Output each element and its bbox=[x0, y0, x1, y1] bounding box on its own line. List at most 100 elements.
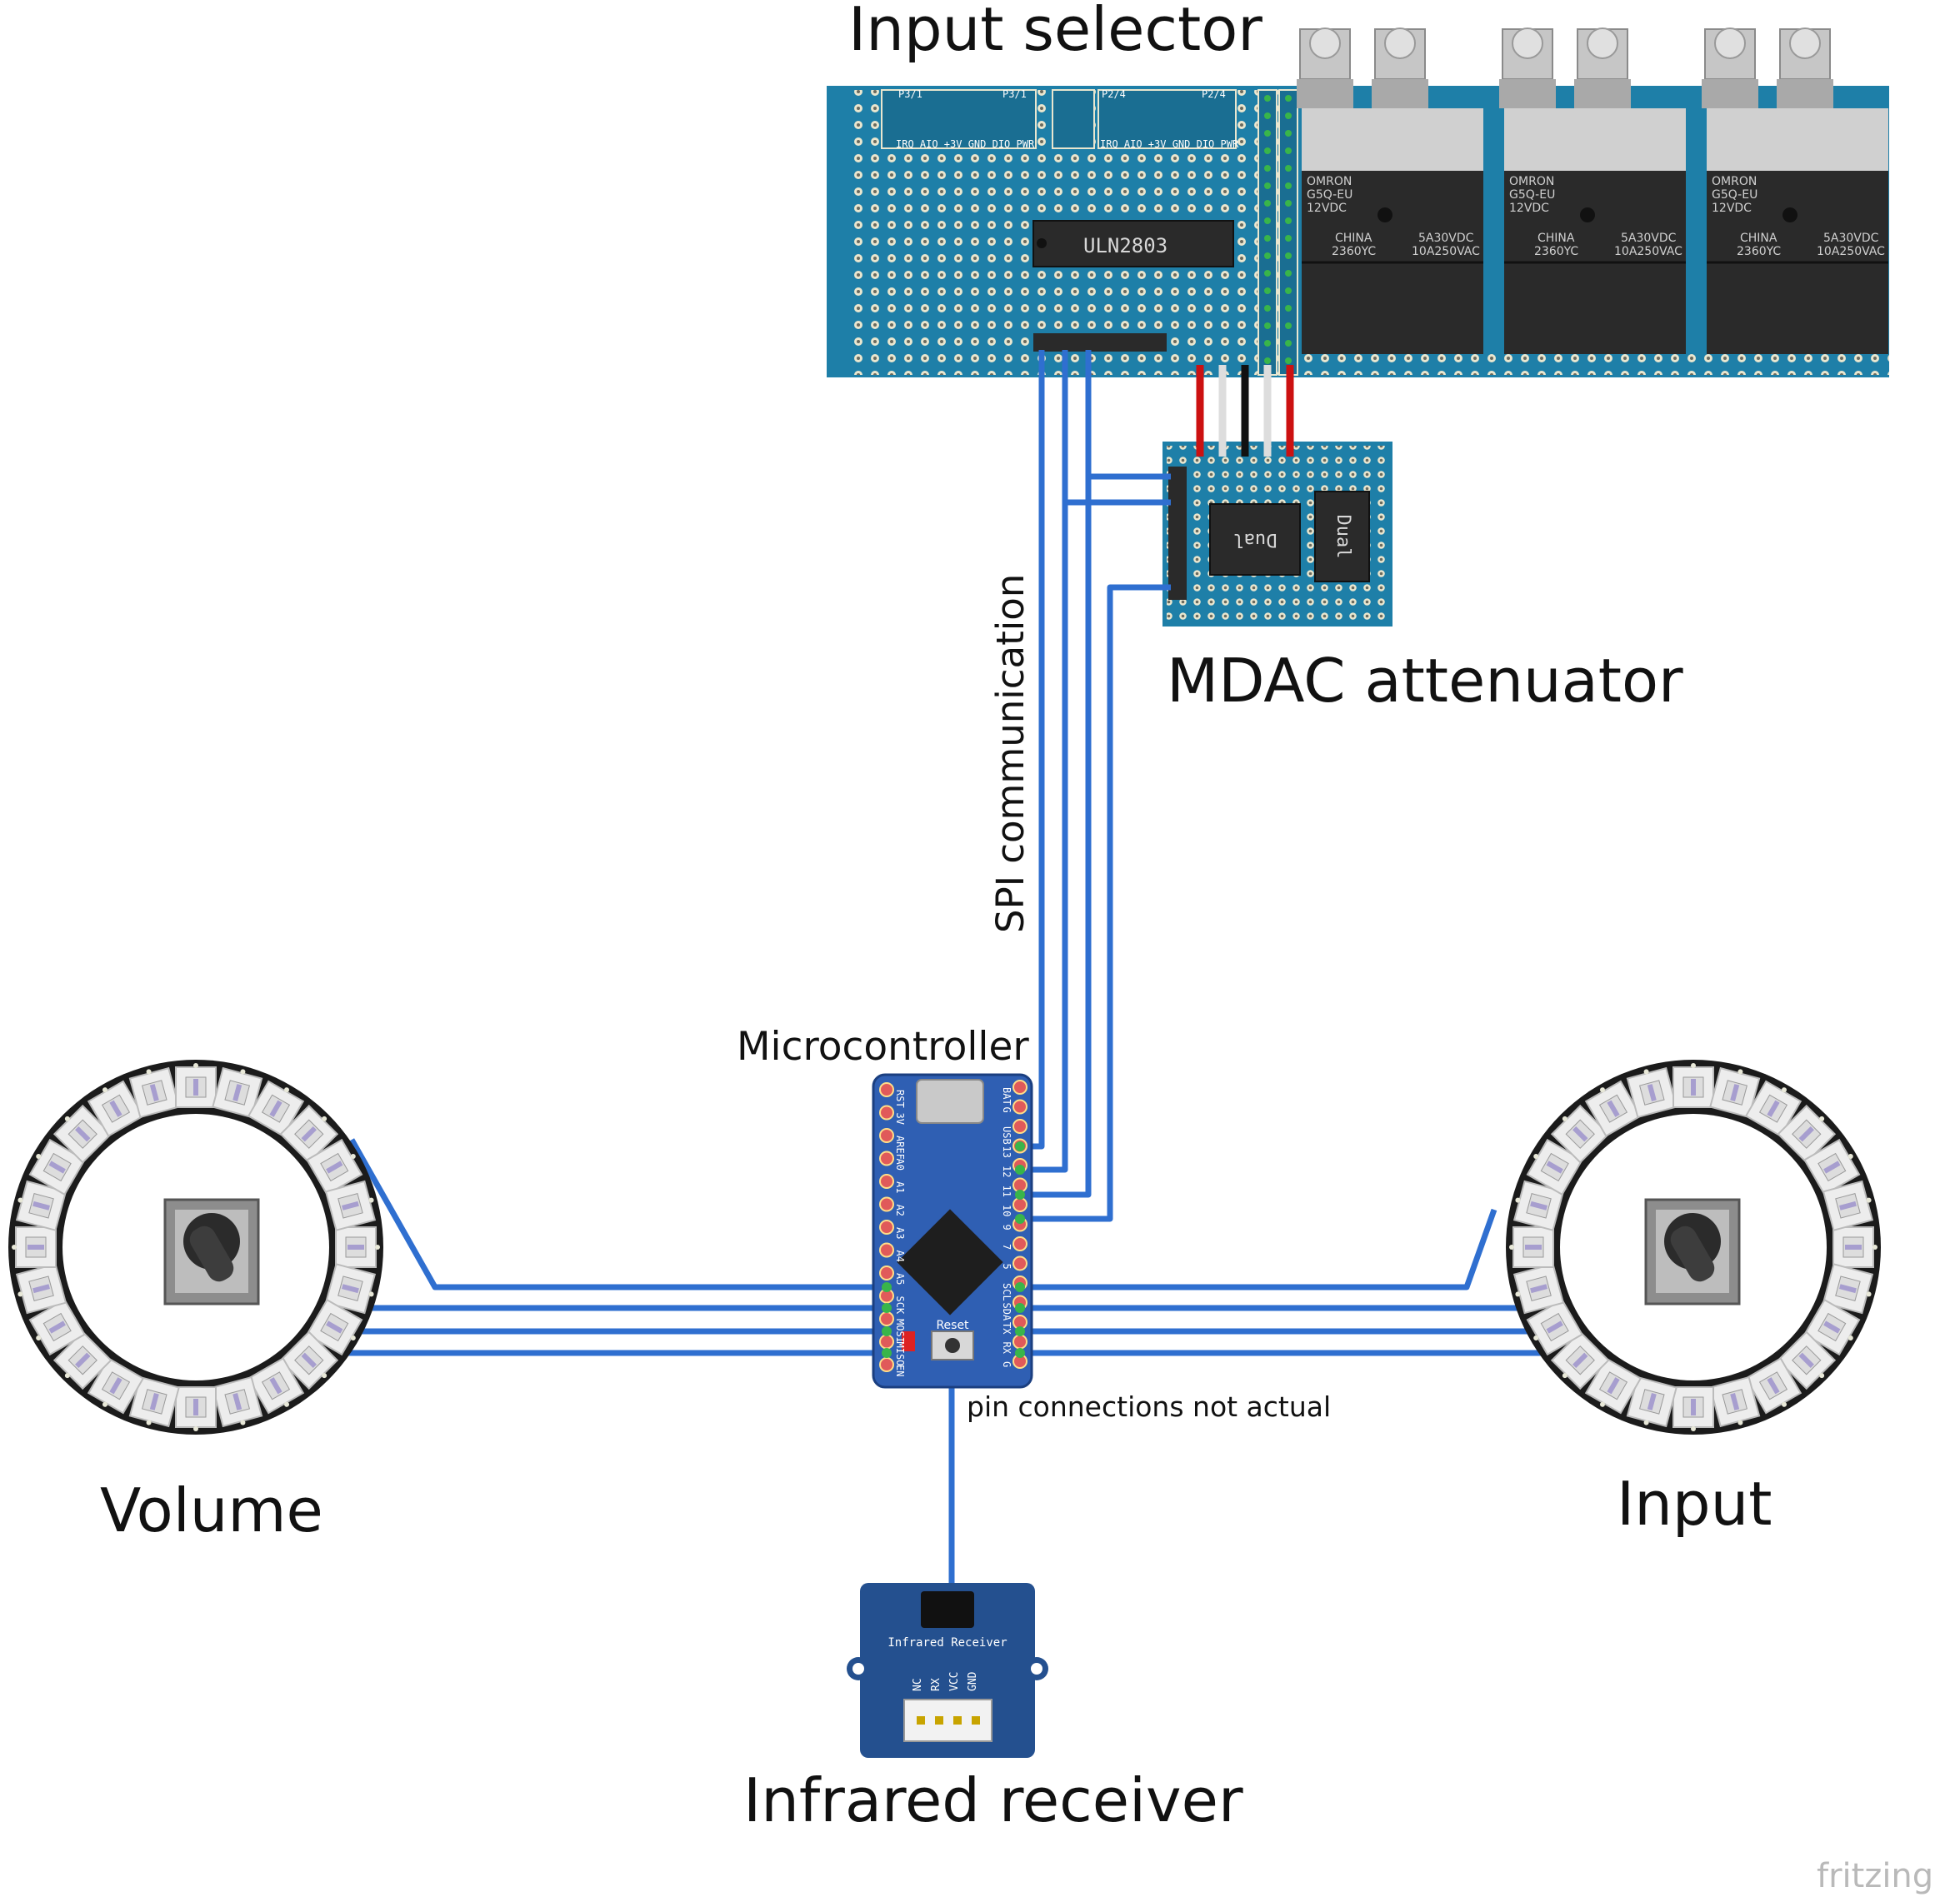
micro-pin-left-label: A3 bbox=[894, 1227, 906, 1239]
fritzing-logo: fritzing bbox=[1817, 1857, 1933, 1895]
ring-led bbox=[28, 1138, 86, 1196]
ring-led bbox=[1672, 1386, 1714, 1431]
relay-mark bbox=[1782, 207, 1798, 222]
micro-pin-right-label: 9 bbox=[1001, 1225, 1012, 1231]
micro-pin-right bbox=[1012, 1236, 1028, 1251]
micro-pin-right-label: TX bbox=[1001, 1322, 1012, 1335]
input-selector-label: Input selector bbox=[848, 0, 1262, 64]
mdac-chip-2-label: Dual bbox=[1332, 515, 1353, 559]
micro-pin-right bbox=[1012, 1334, 1028, 1350]
mdac-chip-1: Dual bbox=[1209, 503, 1301, 576]
ring-led bbox=[1626, 1066, 1678, 1119]
rail-pin bbox=[1285, 147, 1292, 154]
ring-led bbox=[335, 1226, 380, 1268]
spi-communication-label: SPI communication bbox=[988, 574, 1032, 933]
connected-pin bbox=[1015, 1214, 1025, 1224]
bnc-socket bbox=[1587, 27, 1618, 59]
rail-pin bbox=[1285, 95, 1292, 102]
micro-pin-left-label: A5 bbox=[894, 1273, 906, 1285]
bnc-base bbox=[1702, 79, 1758, 108]
micro-pin-left bbox=[879, 1128, 894, 1143]
connected-pin bbox=[882, 1348, 892, 1358]
relay-text: 5A30VDC bbox=[1621, 232, 1677, 245]
ring-led bbox=[1550, 1330, 1610, 1390]
mdac-board: Dual Dual bbox=[1162, 442, 1392, 627]
relay-text: OMRON bbox=[1307, 175, 1352, 188]
micro-pin-right-label: 12 bbox=[1001, 1166, 1012, 1177]
infrared-receiver-label: Infrared receiver bbox=[743, 1765, 1243, 1835]
ring-led bbox=[324, 1263, 377, 1315]
micro-pin-right-label: 5 bbox=[1001, 1264, 1012, 1270]
uln2803-label: ULN2803 bbox=[1083, 234, 1168, 257]
relay-text: 10A250VAC bbox=[1614, 245, 1682, 258]
ring-led bbox=[279, 1330, 339, 1390]
relay-text: 2360YC bbox=[1534, 245, 1578, 258]
rail-pin bbox=[1264, 270, 1271, 277]
rail-pin bbox=[1264, 200, 1271, 207]
ring-led bbox=[1822, 1180, 1874, 1231]
connected-pin bbox=[1015, 1348, 1025, 1358]
ir-title: Infrared Receiver bbox=[888, 1636, 1007, 1650]
reset-label: Reset bbox=[936, 1319, 969, 1332]
rail-pin bbox=[1264, 305, 1271, 312]
rail-pin bbox=[1285, 165, 1292, 172]
ring-led bbox=[52, 1330, 112, 1390]
volume-label: Volume bbox=[100, 1475, 323, 1545]
relay-text: 5A30VDC bbox=[1418, 232, 1474, 245]
micro-pin-left bbox=[879, 1174, 894, 1189]
micro-pin-left bbox=[879, 1334, 894, 1350]
ring-led bbox=[28, 1298, 86, 1356]
ring-led bbox=[1526, 1138, 1583, 1196]
rail-pin bbox=[1264, 322, 1271, 329]
micro-pin-right-label: SDA bbox=[1001, 1303, 1012, 1321]
micro-pin-left bbox=[879, 1220, 894, 1235]
header-label-d: P2/4 bbox=[1202, 88, 1226, 100]
ring-led bbox=[87, 1080, 145, 1137]
connected-pin bbox=[882, 1326, 892, 1336]
micro-pin-right-label: 7 bbox=[1001, 1244, 1012, 1250]
ring-led bbox=[279, 1104, 339, 1164]
micro-pin-left-label: EN bbox=[894, 1365, 906, 1376]
rail-pin bbox=[1285, 340, 1292, 347]
ring-led bbox=[1584, 1080, 1642, 1137]
micro-pin-left-label: A0 bbox=[894, 1159, 906, 1171]
relay-1: OMRONG5Q-EU12VDCCHINA2360YC5A30VDC10A250… bbox=[1297, 27, 1483, 354]
relay-text: G5Q-EU bbox=[1509, 188, 1555, 202]
micro-pin-left-label: A2 bbox=[894, 1205, 906, 1216]
micro-pin-left bbox=[879, 1105, 894, 1121]
volume-encoder bbox=[163, 1198, 260, 1305]
header-label-b: P3/1 bbox=[1002, 88, 1027, 100]
header-pins-right: IRQ AIO +3V GND DIO PWR bbox=[1100, 138, 1239, 150]
relay-text: CHINA bbox=[1740, 232, 1778, 245]
relay-3: OMRONG5Q-EU12VDCCHINA2360YC5A30VDC10A250… bbox=[1702, 27, 1888, 354]
ring-led bbox=[1777, 1104, 1837, 1164]
ring-led bbox=[212, 1375, 263, 1428]
relay-text: 12VDC bbox=[1307, 202, 1347, 215]
ring-led bbox=[128, 1375, 180, 1428]
connected-pin bbox=[1015, 1282, 1025, 1292]
micro-pin-left-label: RST bbox=[894, 1090, 906, 1108]
ring-led bbox=[212, 1066, 263, 1119]
ring-led bbox=[1832, 1226, 1878, 1268]
microcontroller-label: Microcontroller bbox=[737, 1024, 1029, 1070]
micro-pin-right bbox=[1012, 1197, 1028, 1212]
ring-led bbox=[1744, 1080, 1802, 1137]
header-pins-left: IRQ AIO +3V GND DIO PWR bbox=[896, 138, 1035, 150]
ring-led bbox=[1526, 1298, 1583, 1356]
connected-pin bbox=[1015, 1165, 1025, 1175]
relay-group: OMRONG5Q-EU12VDCCHINA2360YC5A30VDC10A250… bbox=[1297, 27, 1888, 354]
ring-led bbox=[1626, 1375, 1678, 1428]
micro-pin-left bbox=[879, 1151, 894, 1166]
usb-connector bbox=[916, 1079, 984, 1124]
micro-pin-left-label: AREF bbox=[894, 1136, 906, 1160]
uln2803-chip: ULN2803 bbox=[1032, 220, 1234, 267]
relay-text: 12VDC bbox=[1712, 202, 1752, 215]
relay-text: G5Q-EU bbox=[1307, 188, 1352, 202]
ring-led bbox=[1584, 1357, 1642, 1415]
ring-led bbox=[52, 1104, 112, 1164]
micro-pin-left-label: A4 bbox=[894, 1251, 906, 1262]
relay-text: CHINA bbox=[1538, 232, 1575, 245]
connected-pin bbox=[882, 1282, 892, 1292]
